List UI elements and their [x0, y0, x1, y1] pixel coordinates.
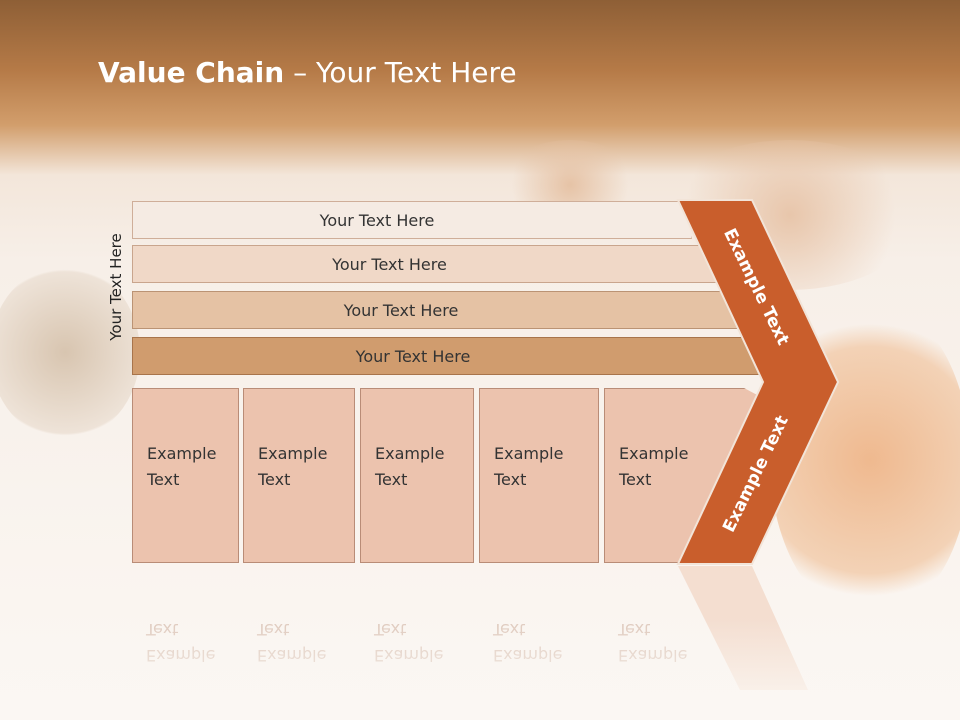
background-decoration: [0, 265, 140, 440]
bar-3-label: Your Text Here: [343, 300, 459, 320]
title-rest: – Your Text Here: [284, 56, 517, 89]
bar-2: Your Text Here: [132, 245, 717, 283]
column-1-label: Example Text: [147, 444, 217, 489]
column-3: Example Text: [360, 388, 474, 563]
column-2: Example Text: [243, 388, 355, 563]
bar-4: Your Text Here: [132, 337, 764, 375]
bar-1: Your Text Here: [132, 201, 692, 239]
column-4: Example Text: [479, 388, 599, 563]
column-3-label: Example Text: [375, 444, 445, 489]
bar-1-label: Your Text Here: [319, 210, 435, 230]
bottom-fade: [0, 620, 960, 720]
column-4-label: Example Text: [494, 444, 564, 489]
bar-2-label: Your Text Here: [332, 254, 447, 274]
column-1: Example Text: [132, 388, 239, 563]
title-bold: Value Chain: [98, 56, 285, 89]
bar-4-label: Your Text Here: [355, 346, 471, 366]
column-2-label: Example Text: [258, 444, 328, 489]
page-title: Value Chain – Your Text Here: [98, 56, 517, 89]
column-5-label: Example Text: [619, 444, 689, 489]
chevron-shape: [676, 199, 840, 565]
bar-3: Your Text Here: [132, 291, 740, 329]
